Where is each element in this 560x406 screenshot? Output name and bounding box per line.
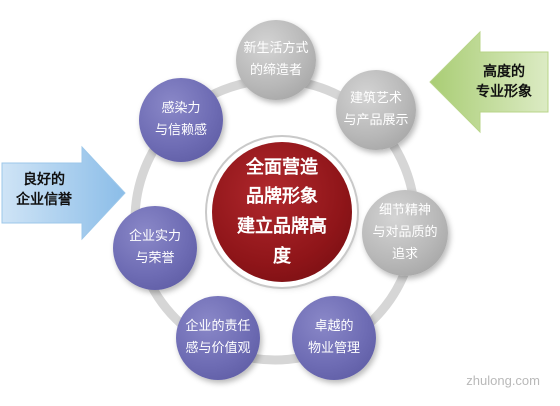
center-circle: 全面营造 品牌形象 建立品牌高 度 xyxy=(212,142,352,282)
node-responsibility-values: 企业的责任 感与价值观 xyxy=(176,296,260,380)
node-label: 建筑艺术 与产品展示 xyxy=(343,90,409,128)
right-arrow-shape xyxy=(429,30,549,134)
node-label: 企业的责任 感与价值观 xyxy=(185,318,251,356)
node-label: 企业实力 与荣誉 xyxy=(128,228,181,266)
node-label: 感染力 与信赖感 xyxy=(154,100,207,138)
right-arrow-label: 高度的 专业形象 xyxy=(476,64,532,101)
node-detail-quality: 细节精神 与对品质的 追求 xyxy=(362,190,448,276)
node-label: 卓越的 物业管理 xyxy=(307,318,360,356)
node-property-management: 卓越的 物业管理 xyxy=(292,296,376,380)
left-arrow-label: 良好的 企业信誉 xyxy=(16,172,72,209)
watermark-text: zhulong.com xyxy=(466,373,540,388)
node-label: 细节精神 与对品质的 追求 xyxy=(372,202,438,263)
center-text: 全面营造 品牌形象 建立品牌高 度 xyxy=(237,156,327,267)
node-appeal-trust: 感染力 与信赖感 xyxy=(139,78,223,162)
node-architecture-art: 建筑艺术 与产品展示 xyxy=(336,70,416,150)
left-arrow-shape xyxy=(1,145,126,241)
node-label: 新生活方式 的缔造者 xyxy=(243,40,309,78)
node-new-lifestyle: 新生活方式 的缔造者 xyxy=(236,20,316,100)
node-strength-honor: 企业实力 与荣誉 xyxy=(113,206,197,290)
